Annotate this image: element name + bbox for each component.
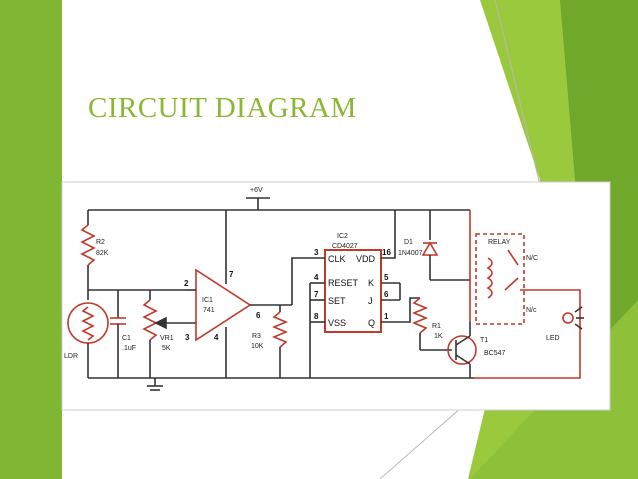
ic2-pin-6: 6	[384, 290, 389, 299]
ic2-pin-3: 3	[314, 248, 319, 257]
ic2-pin-clk: CLK	[328, 254, 346, 264]
relay-nc-label: N/C	[526, 255, 538, 262]
led-symbol	[562, 312, 574, 324]
vr1-value: 5K	[162, 345, 171, 352]
led-label: LED	[546, 335, 560, 342]
ic1-name: IC1	[202, 297, 213, 304]
r1-name: R1	[432, 323, 441, 330]
ldr-label: LDR	[64, 353, 78, 360]
r2-value: 82K	[96, 250, 109, 257]
ic2-name: IC2	[337, 233, 348, 240]
resistor-r3	[271, 311, 289, 348]
potentiometer-vr1	[142, 299, 158, 341]
decorative-line-bottom	[379, 399, 471, 479]
circuit-labels: +6V R2 82K LDR C1 .1uF VR1 5K IC1 741 R3…	[64, 187, 560, 360]
c1-value: .1uF	[122, 345, 136, 352]
ic2-pin-5: 5	[384, 273, 389, 282]
left-green-bar	[0, 0, 62, 479]
resistor-r1	[411, 297, 429, 334]
ic2-pin-7: 7	[314, 290, 319, 299]
ic1-pin-7: 7	[229, 270, 234, 279]
ic2-pin-8: 8	[314, 312, 319, 321]
relay-box	[475, 233, 525, 325]
relay-label: RELAY	[488, 239, 511, 246]
t1-name: T1	[480, 337, 488, 344]
ic2-pin-4: 4	[314, 273, 319, 282]
relay-no-label: N/c	[526, 307, 537, 314]
opamp-ic1	[195, 268, 252, 342]
ic2-pin-set: SET	[328, 296, 346, 306]
circuit-panel	[61, 181, 611, 411]
flipflop-ic2	[324, 249, 382, 333]
ic2-pin-k: K	[368, 278, 374, 288]
ic1-pin-3: 3	[185, 333, 190, 342]
decorative-line	[494, 0, 541, 186]
r3-name: R3	[252, 333, 261, 340]
vr1-name: VR1	[160, 335, 174, 342]
ic2-pin-16: 16	[382, 248, 391, 257]
ic2-value: CD4027	[332, 243, 358, 250]
ic2-pin-j: J	[368, 296, 373, 306]
ic2-pin-vss: VSS	[328, 318, 346, 328]
ic2-pin-1: 1	[384, 312, 389, 321]
transistor-t1	[447, 335, 477, 365]
slide-title: CIRCUIT DIAGRAM	[88, 92, 357, 124]
ic2-pin-vdd: VDD	[356, 254, 376, 264]
ic2-pin-q: Q	[368, 318, 375, 328]
ic2-pin-reset: RESET	[328, 278, 359, 288]
d1-value: 1N4007	[398, 250, 423, 257]
r1-value: 1K	[434, 333, 443, 340]
ic1-pin-2: 2	[184, 279, 189, 288]
ic1-pin-6: 6	[256, 311, 261, 320]
d1-name: D1	[404, 239, 413, 246]
r2-name: R2	[96, 239, 105, 246]
circuit-diagram	[67, 197, 584, 391]
t1-value: BC547	[484, 350, 506, 357]
resistor-r2	[80, 224, 96, 266]
ic1-value: 741	[203, 307, 215, 314]
ic1-pin-4: 4	[214, 333, 219, 342]
c1-name: C1	[122, 335, 131, 342]
supply-label: +6V	[250, 187, 263, 194]
r3-value: 10K	[251, 343, 264, 350]
